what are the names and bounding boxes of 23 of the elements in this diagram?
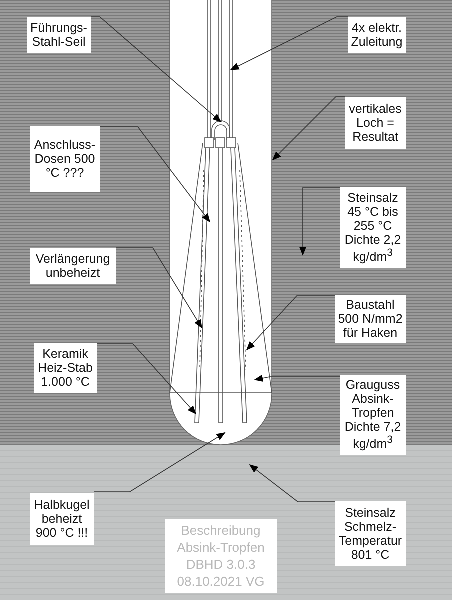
callout-label: Halbkugel beheizt 900 °C !!! [30, 493, 94, 545]
callout-label: Baustahl 500 N/mm2 für Haken [335, 295, 406, 343]
callout-label: 4x elektr. Zuleitung [348, 17, 406, 53]
leader-line [272, 96, 346, 161]
callout-label: Grauguss Absink-Tropfen Dichte 7,2 kg/dm$^{3}$ [340, 375, 406, 455]
callout-label: Verlängerung unbeheizt [30, 248, 116, 284]
callout-label: Steinsalz 45 °C bis 255 °C Dichte 2,2 kg/dm$^{3}$ [340, 187, 406, 268]
leader-line [249, 464, 336, 502]
leader-line [94, 432, 226, 492]
leader-line [100, 126, 211, 223]
leader-line [254, 374, 340, 382]
leader-line [90, 16, 222, 123]
callout-label: Führungs-Stahl-Seil [27, 17, 91, 53]
leader-line [299, 188, 340, 256]
leader-line [246, 296, 336, 351]
callout-label: Keramik Heiz-Stab 1.000 °C [34, 343, 97, 393]
callout-label: vertikales Loch = Resultat [345, 97, 406, 149]
callout-label: Steinsalz Schmelz-Temperatur 801 °C [335, 501, 406, 566]
title-block: Beschreibung Absink-Tropfen DBHD 3.0.3 08.10.2021 VG [165, 519, 277, 593]
leader-line [96, 344, 197, 415]
callout-label: Anschluss-Dosen 500 °C ??? [30, 126, 100, 192]
leader-line [230, 16, 348, 70]
leader-line [116, 248, 202, 329]
